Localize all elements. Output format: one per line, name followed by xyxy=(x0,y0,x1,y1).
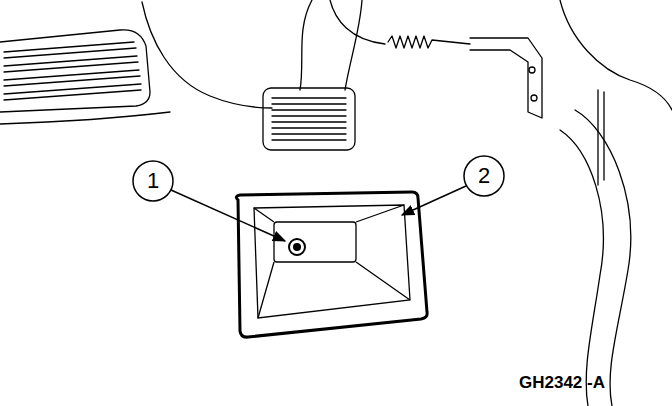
pedal-arm xyxy=(300,0,312,90)
panel-edge xyxy=(597,90,598,185)
bracket-hole xyxy=(531,95,537,101)
bracket-hole xyxy=(529,67,535,73)
housing-curve xyxy=(142,2,272,108)
accelerator-pad xyxy=(263,88,355,150)
housing-curve xyxy=(0,112,170,124)
leader-line xyxy=(171,190,285,241)
panel-curve xyxy=(560,130,603,406)
pad-ribs xyxy=(4,42,141,100)
pad-ribs xyxy=(272,98,346,140)
figure-code: GH2342 -A xyxy=(519,374,605,391)
leader-line xyxy=(402,186,466,215)
panel-curve xyxy=(560,0,672,110)
pedal-arm xyxy=(330,0,385,44)
pedal-plate xyxy=(236,192,427,337)
callout-circle xyxy=(464,156,504,196)
bolt xyxy=(289,239,305,255)
brake-pedal-pad xyxy=(0,30,150,112)
callout-circle xyxy=(133,161,173,201)
callout-number: 2 xyxy=(478,165,490,187)
bracket xyxy=(470,38,542,118)
pedal-arm xyxy=(345,0,362,90)
panel-edge xyxy=(603,92,604,180)
spring xyxy=(388,36,470,48)
callout-number: 1 xyxy=(147,170,159,192)
